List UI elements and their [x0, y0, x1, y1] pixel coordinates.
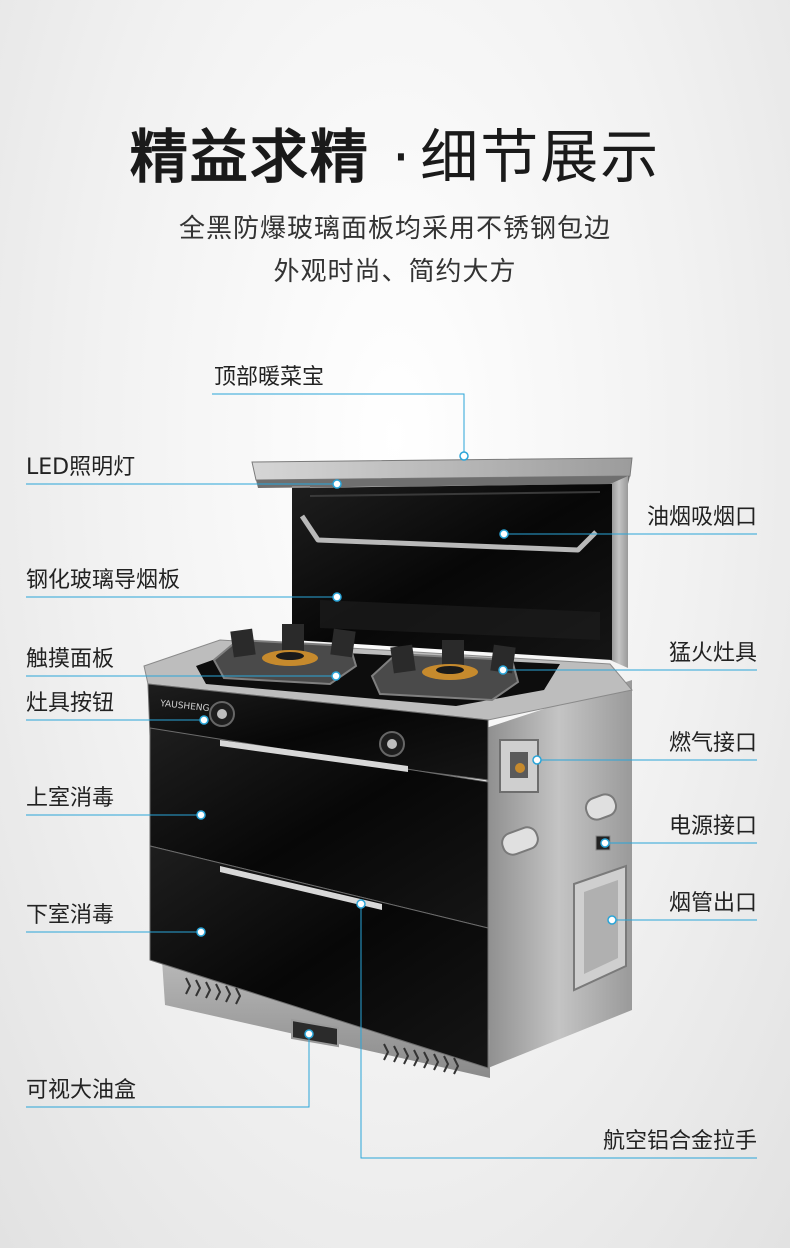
- side-grip-lower: [501, 826, 539, 856]
- label-touch-panel: 触摸面板: [26, 647, 115, 672]
- title-light: 细节展示: [420, 123, 661, 191]
- label-tempered-glass-guide: 钢化玻璃导烟板: [26, 568, 181, 593]
- lower-drawer-handle: [220, 866, 382, 910]
- label-fume-inlet: 油烟吸烟口: [646, 505, 757, 530]
- label-aluminum-handle: 航空铝合金拉手: [602, 1129, 757, 1154]
- page-title: 精益求精 ·细节展示: [0, 122, 790, 192]
- label-upper-disinfection: 上室消毒: [26, 786, 115, 811]
- label-gas-inlet: 燃气接口: [668, 731, 757, 756]
- label-lower-disinfection: 下室消毒: [26, 903, 115, 928]
- title-separator: ·: [391, 123, 411, 191]
- label-fierce-burner: 猛火灶具: [668, 641, 757, 666]
- power-port: [595, 835, 611, 851]
- label-power-port: 电源接口: [668, 814, 757, 839]
- label-flue-outlet: 烟管出口: [668, 891, 757, 916]
- left-burner: [212, 624, 358, 686]
- vent-slots-left: [185, 977, 242, 1005]
- label-led-light: LED照明灯: [26, 455, 136, 480]
- subtitle-line-1: 全黑防爆玻璃面板均采用不锈钢包边: [178, 214, 611, 244]
- title-bold: 精益求精: [129, 123, 370, 191]
- top-warmer-edge: [256, 476, 630, 488]
- upper-drawer-handle: [220, 740, 408, 772]
- subtitle-line-2: 外观时尚、简约大方: [273, 257, 517, 287]
- fume-inlet-frame: [299, 514, 598, 553]
- label-top-warmer: 顶部暖菜宝: [214, 365, 325, 390]
- side-grip-upper: [584, 793, 618, 821]
- hood-right-frame: [610, 476, 628, 668]
- label-burner-knob: 灶具按钮: [26, 691, 115, 716]
- label-oil-box: 可视大油盒: [26, 1078, 137, 1103]
- right-burner: [370, 640, 520, 702]
